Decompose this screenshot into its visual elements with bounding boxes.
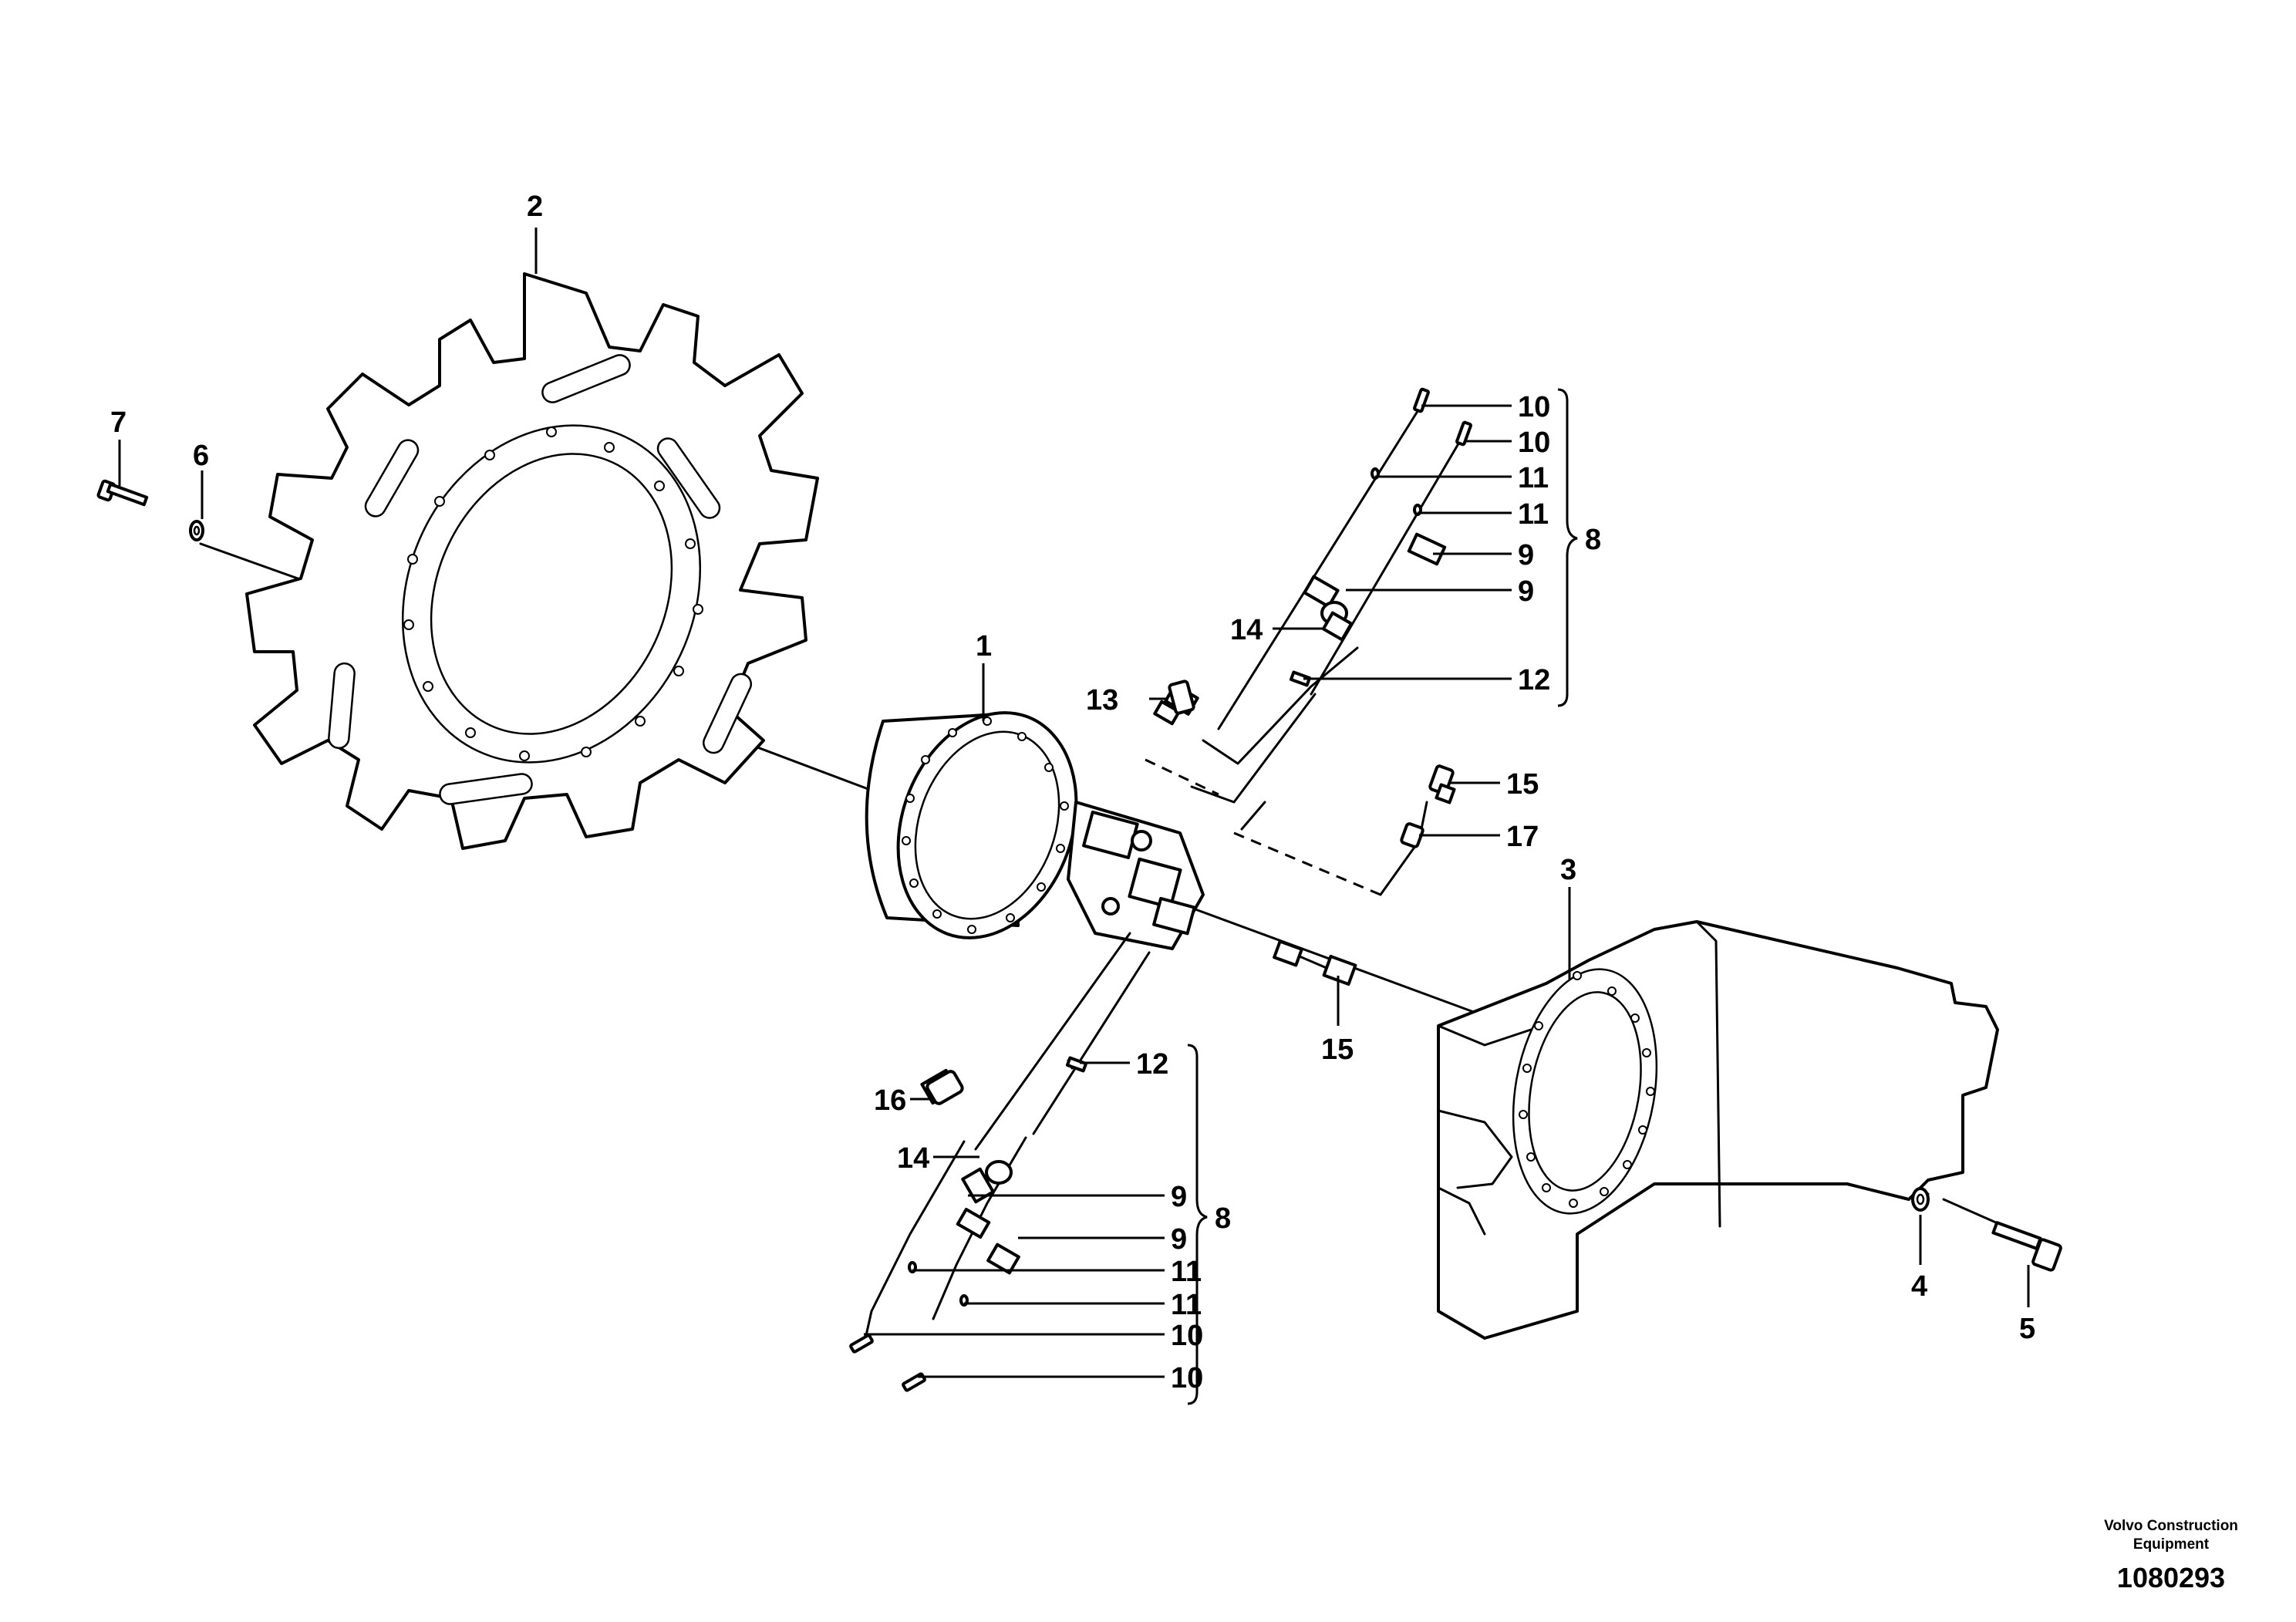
bracket-bolt-holes <box>1519 971 1655 1208</box>
callout-15-bottom: 15 <box>1321 1034 1354 1066</box>
callout-13: 13 <box>1086 684 1118 717</box>
callout-11-bottom-a: 11 <box>1171 1256 1202 1288</box>
callout-11-bottom-b: 11 <box>1171 1289 1202 1321</box>
callout-10-bottom-b: 10 <box>1171 1362 1203 1394</box>
bolt-part-5 <box>1991 1221 2062 1272</box>
callout-labels: 1 2 3 4 5 6 7 8 8 10 10 11 11 9 9 14 12 … <box>110 191 2035 1394</box>
motor-flange-holes <box>902 717 1069 934</box>
callout-11-top-b: 11 <box>1518 498 1549 531</box>
callout-11-top-a: 11 <box>1518 462 1549 494</box>
bolt-part-7 <box>96 479 149 507</box>
travel-motor-part-1 <box>865 711 1205 950</box>
company-name-line2: Equipment <box>2133 1536 2210 1553</box>
leader-lines <box>118 228 2030 1378</box>
callout-10-bottom-a: 10 <box>1171 1320 1203 1352</box>
frame-bracket-part-3 <box>1437 920 1999 1340</box>
callout-10-top-b: 10 <box>1518 427 1550 459</box>
callout-2: 2 <box>527 191 543 223</box>
group-bracket-bottom <box>1187 1044 1208 1405</box>
callout-8-top: 8 <box>1585 524 1601 556</box>
callout-6: 6 <box>193 440 209 472</box>
callout-9-bottom-a: 9 <box>1171 1181 1187 1213</box>
callout-8-bottom: 8 <box>1215 1202 1231 1235</box>
washer-part-4 <box>1911 1187 1930 1212</box>
callout-5: 5 <box>2019 1313 2035 1345</box>
callout-9-top-b: 9 <box>1518 575 1534 608</box>
callout-7: 7 <box>110 406 126 439</box>
callout-17: 17 <box>1506 821 1539 853</box>
callout-16: 16 <box>874 1084 906 1117</box>
hose-assembly-top <box>1145 407 1467 896</box>
drawing-number: 1080293 <box>2117 1562 2225 1593</box>
callout-9-bottom-b: 9 <box>1171 1223 1187 1256</box>
callout-10-top-a: 10 <box>1518 391 1550 423</box>
sprocket-bolt-holes <box>403 427 703 761</box>
callout-12-bottom: 12 <box>1136 1048 1168 1081</box>
callout-4: 4 <box>1911 1270 1927 1303</box>
fitting-part-17 <box>1400 822 1424 848</box>
fitting-part-15-top <box>1428 764 1456 804</box>
callout-15-top: 15 <box>1506 768 1539 801</box>
sprocket-part-2 <box>245 272 819 850</box>
callout-1: 1 <box>976 630 992 663</box>
washer-part-6 <box>189 520 204 541</box>
callout-9-top-a: 9 <box>1518 539 1534 572</box>
callout-14-top: 14 <box>1230 614 1263 646</box>
callout-14-bottom: 14 <box>897 1142 929 1175</box>
clip-parts-12 <box>1065 670 1312 1073</box>
footer-block: Volvo Construction Equipment 1080293 <box>2104 1518 2238 1593</box>
company-name-line1: Volvo Construction <box>2104 1518 2238 1534</box>
callout-12-top: 12 <box>1518 664 1550 696</box>
fitting-part-16 <box>925 1070 964 1105</box>
group-bracket-top <box>1557 388 1578 707</box>
screws-part-10 <box>849 387 1472 1392</box>
hose-assembly-bottom <box>862 932 1151 1347</box>
callout-3: 3 <box>1560 854 1576 886</box>
fitting-part-15-bottom <box>1273 939 1357 986</box>
washers-part-11 <box>908 467 1422 1307</box>
fitting-part-13 <box>1168 679 1195 715</box>
